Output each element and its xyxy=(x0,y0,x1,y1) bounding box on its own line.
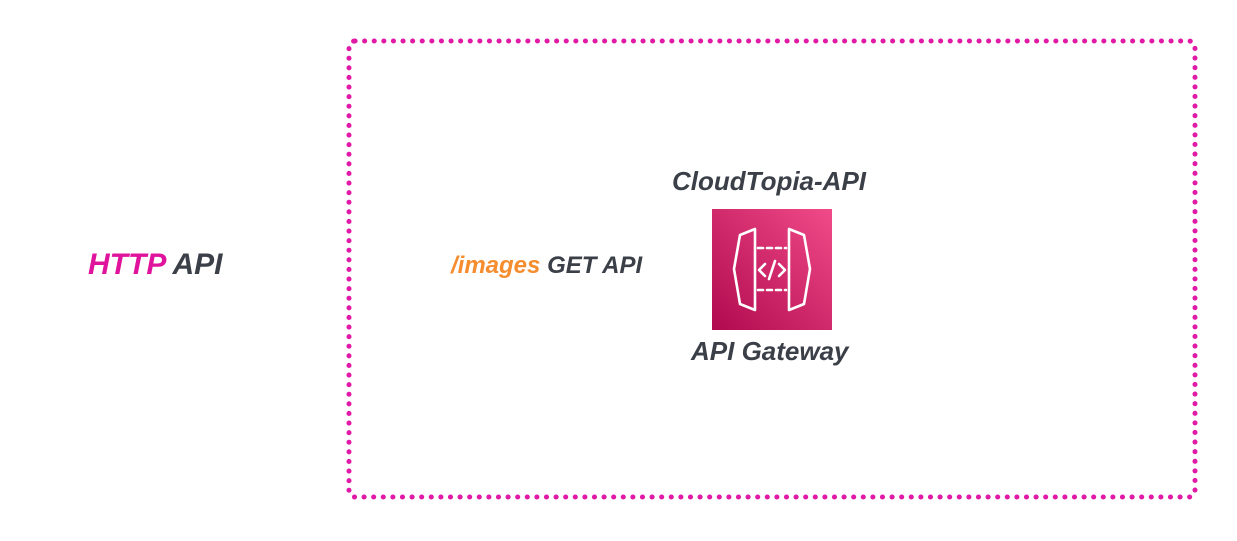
endpoint-label: /images GET API xyxy=(451,252,642,280)
api-boundary-dotted-box xyxy=(346,38,1198,500)
http-protocol-text: HTTP xyxy=(88,248,166,281)
endpoint-path: /images xyxy=(451,252,541,279)
api-gateway-icon xyxy=(712,209,832,330)
http-api-label: HTTP API xyxy=(88,247,222,283)
api-gateway-label: API Gateway xyxy=(691,336,849,366)
endpoint-method: GET API xyxy=(547,252,643,279)
api-name-label: CloudTopia-API xyxy=(672,166,867,196)
api-kind-text: API xyxy=(172,248,223,281)
